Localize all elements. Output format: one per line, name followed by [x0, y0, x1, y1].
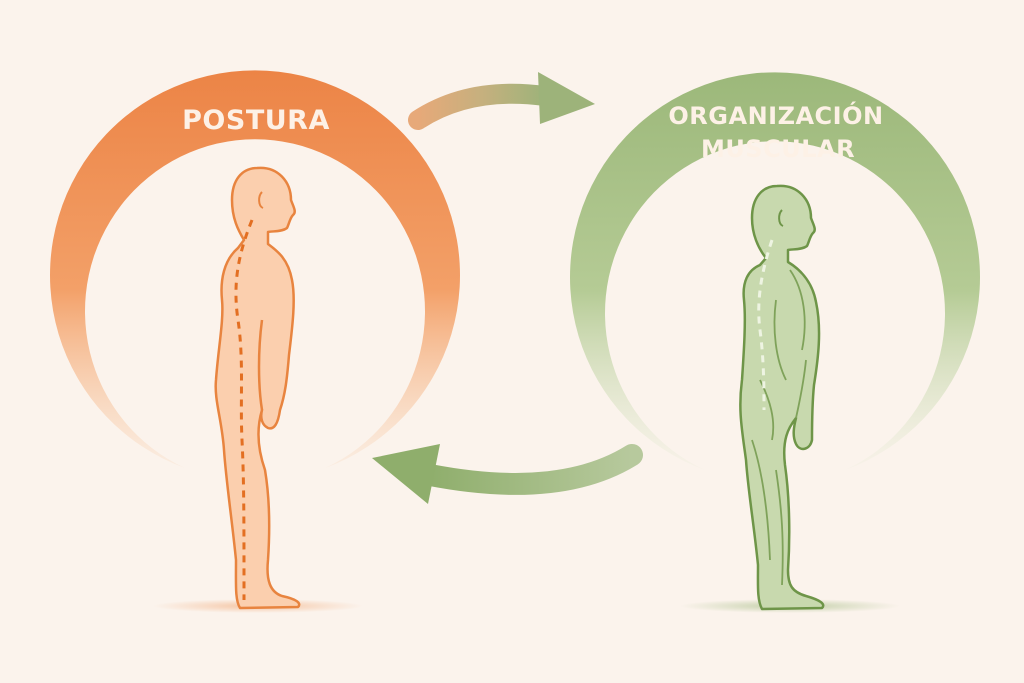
- top-arrow: [408, 72, 595, 130]
- right-muscle-lines: [751, 269, 807, 586]
- muscular-label: MUSCULAR: [701, 135, 855, 163]
- postura-label: POSTURA: [182, 105, 330, 136]
- left-spine-line: [234, 219, 254, 601]
- right-ear: [778, 209, 784, 227]
- right-spine-line: [757, 239, 774, 411]
- top-arrow-head: [538, 72, 595, 124]
- right-crescent-ring: [570, 72, 980, 471]
- left-ear: [258, 191, 264, 209]
- bottom-arrow-head: [372, 444, 440, 504]
- left-crescent-ring: [49, 70, 460, 468]
- left-human-figure: [214, 166, 301, 610]
- organizacion-label: ORGANIZACIÓN: [668, 100, 883, 130]
- bottom-arrow: [372, 444, 643, 504]
